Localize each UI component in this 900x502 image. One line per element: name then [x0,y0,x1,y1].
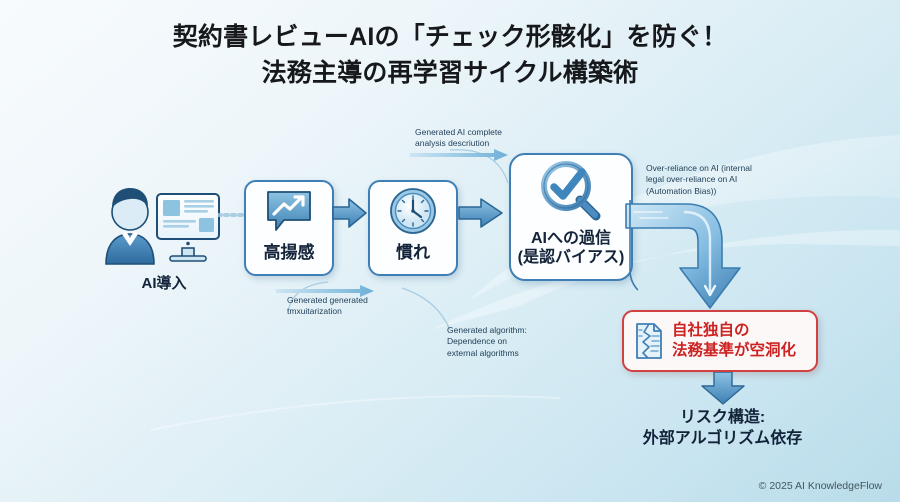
connector-step3-to-curve [629,200,638,291]
clock-icon [390,188,436,234]
warning-text: 自社独自の 法務基準が空洞化 [672,321,796,361]
person-icon [105,188,155,265]
note-right-line1: Over-reliance on AI (internal [646,163,752,173]
curved-arrow-to-warning [625,203,741,309]
note-bottom-middle-line3: external algorithms [447,347,519,358]
arrow-warning-to-conclusion [701,372,745,405]
arrow-step2-to-step3 [458,198,503,228]
torn-document-icon [636,323,662,359]
magnifier-check-icon [541,161,601,221]
flow-step-3[interactable]: AIへの過信 (是認バイアス) [509,153,633,281]
page-title: 契約書レビューAIの「チェック形骸化」を防ぐ！ 法務主導の再学習サイクル構築術 [0,20,900,91]
step-1-icon-wrap [264,182,314,240]
note-bottom-middle-line1: Generated algorithm: [447,325,527,335]
warning-box[interactable]: 自社独自の 法務基準が空洞化 [622,310,818,372]
note-bottom-left-line2: tmxuitarization [287,306,342,317]
note-top-center-line2: analysis descriution [415,138,490,149]
actor-label: AI導入 [141,275,187,292]
note-bottom-middle: Generated algorithm: Dependence on exter… [447,325,562,359]
note-bottom-left-line1: Generated generated [287,295,368,305]
note-right-over-reliance: Over-reliance on AI (internal legal over… [646,163,768,197]
note-right-line2: legal over-reliance on AI [646,174,738,185]
step-2-icon-wrap [388,182,438,240]
note-bottom-middle-line2: Dependence on [447,336,508,347]
conclusion-text: リスク構造: 外部アルゴリズム依存 [610,408,835,450]
step-3-label-line1: AIへの過信 [530,230,611,247]
step-1-label: 高揚感 [263,243,315,262]
flow-step-1[interactable]: 高揚感 [244,180,334,276]
note-top-center: Generated AI complete analysis descriuti… [415,127,535,150]
title-line-1: 契約書レビューAIの「チェック形骸化」を防ぐ！ [172,23,728,51]
title-line-2: 法務主導の再学習サイクル構築術 [261,58,639,87]
flow-step-2[interactable]: 慣れ [368,180,458,276]
actor-illustration [105,188,220,265]
conclusion-line1: リスク構造: [679,409,766,426]
warning-line1: 自社独自の [672,322,750,340]
step-2-label: 慣れ [396,243,430,262]
note-bottom-left: Generated generated tmxuitarization [287,295,407,318]
monitor-icon [156,193,220,262]
conclusion-line2: 外部アルゴリズム依存 [642,429,803,447]
note-top-center-line1: Generated AI complete [415,127,502,137]
arrow-note-top-center [410,149,508,161]
note-right-line3: (Automation Bias)) [646,185,717,196]
footer-copyright: © 2025 AI KnowledgeFlow [758,480,882,492]
step-3-icon-wrap [539,155,603,227]
trending-up-chart-icon [267,191,311,231]
step-3-label-line2: (是認バイアス) [517,249,625,267]
arrow-note-bottom-left [276,285,374,297]
arrow-step1-to-step2 [332,198,367,228]
dotted-connector-actor-to-step1 [218,213,248,217]
warning-line2: 法務基準が空洞化 [672,342,797,359]
